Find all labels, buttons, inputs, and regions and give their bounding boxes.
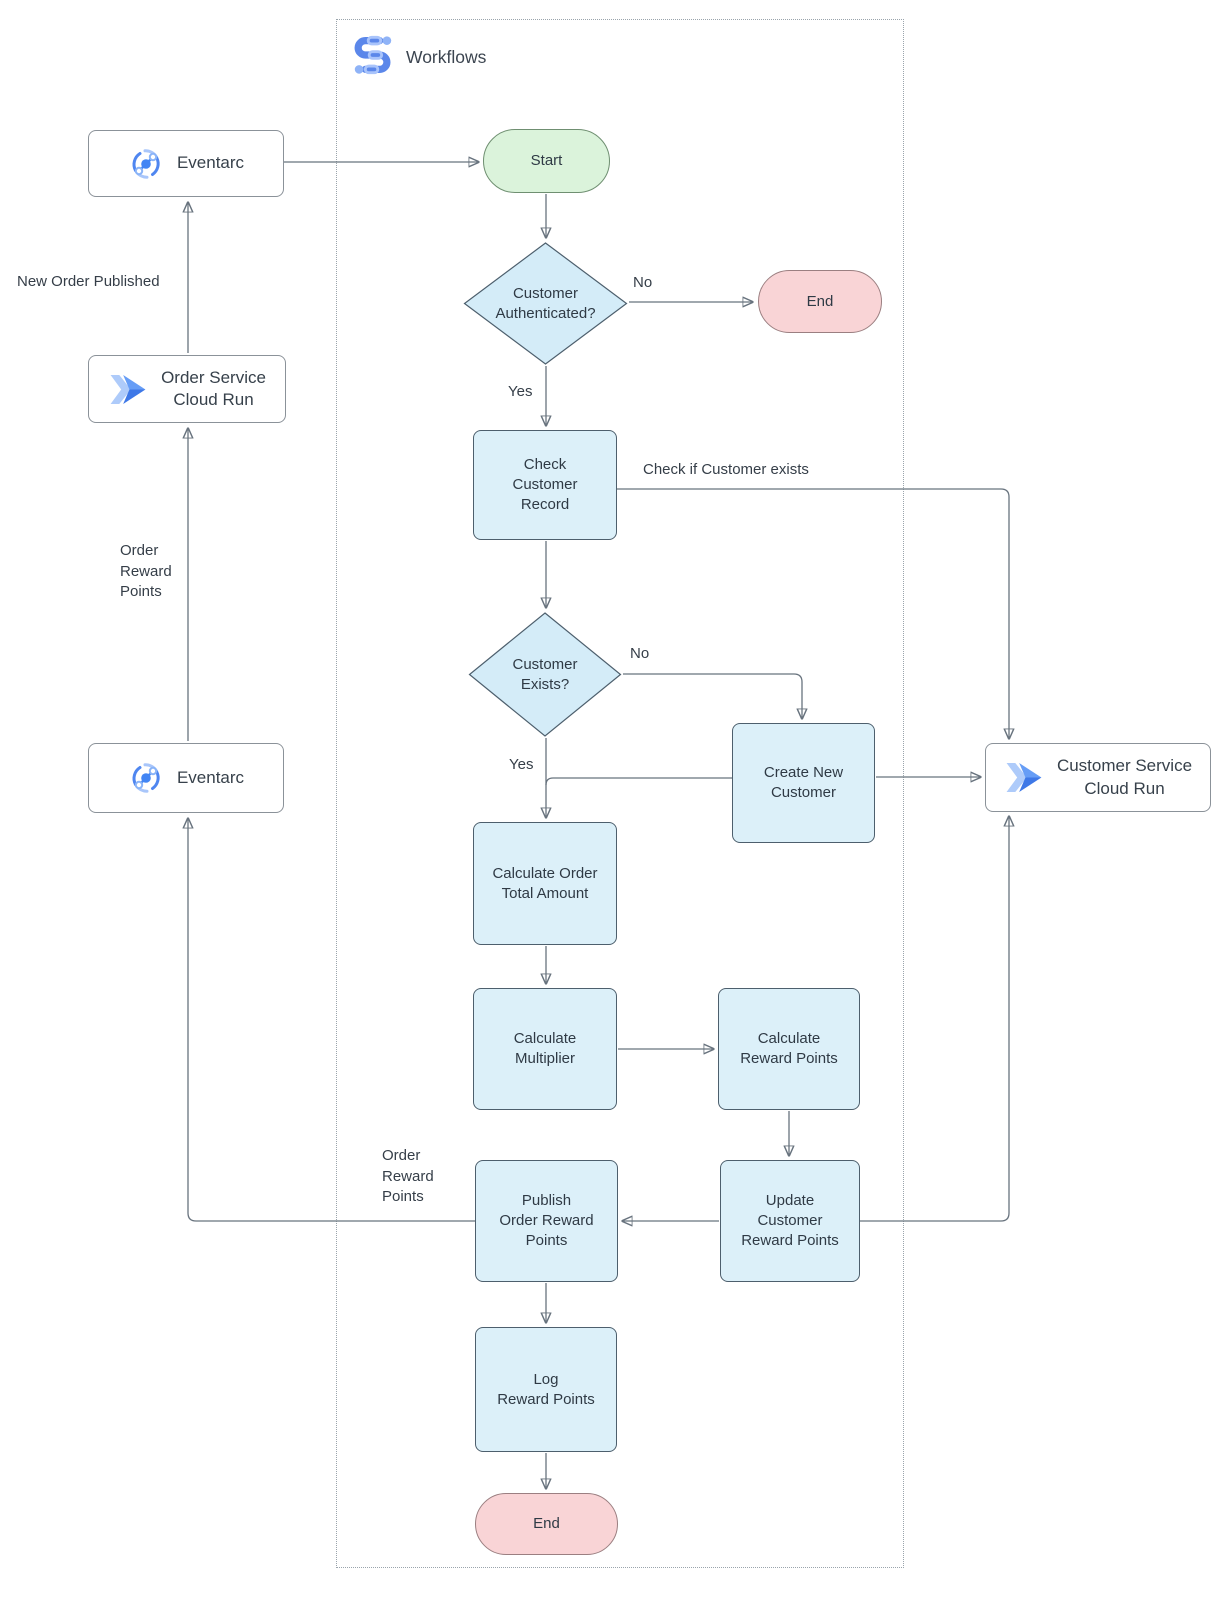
edge-label-check-if-customer-exists: Check if Customer exists <box>643 461 809 478</box>
node-end-bottom: End <box>475 1493 618 1555</box>
edge-label-order-reward-points-mid: Order Reward Points <box>382 1147 434 1206</box>
node-customer-service-cloud-run: Customer Service Cloud Run <box>985 743 1211 812</box>
edge-label-order-reward-points-left: Order Reward Points <box>120 542 172 601</box>
edge-label-exists-yes: Yes <box>509 756 534 773</box>
node-create-new-customer: Create New Customer <box>732 723 875 843</box>
node-customer-authenticated: Customer Authenticated? <box>463 242 628 365</box>
cloud-run-icon <box>108 374 148 405</box>
node-label: Eventarc <box>176 767 245 787</box>
node-label: Update Customer Reward Points <box>741 1192 839 1249</box>
node-label: Order Service Cloud Run <box>161 367 266 409</box>
node-start: Start <box>483 129 610 193</box>
node-update-customer-reward-points: Update Customer Reward Points <box>720 1160 860 1282</box>
eventarc-icon <box>128 146 164 182</box>
node-label: Customer Service Cloud Run <box>1056 756 1193 798</box>
node-eventarc-top: Eventarc <box>88 130 284 197</box>
node-label: Log Reward Points <box>497 1370 595 1408</box>
node-label: End <box>806 292 834 310</box>
node-order-service-cloud-run: Order Service Cloud Run <box>88 355 286 423</box>
node-calculate-reward-points: Calculate Reward Points <box>718 988 860 1110</box>
node-label: Customer Authenticated? <box>495 284 596 322</box>
node-label: Check Customer Record <box>512 456 578 513</box>
cloud-run-icon <box>1004 762 1044 793</box>
diagram-title: Workflows <box>406 47 487 67</box>
node-calculate-multiplier: Calculate Multiplier <box>473 988 617 1110</box>
node-label: Create New Customer <box>763 764 844 801</box>
node-label: Start <box>530 152 563 170</box>
edge-label-auth-yes: Yes <box>508 383 533 400</box>
workflows-icon <box>350 32 396 78</box>
node-label: Publish Order Reward Points <box>499 1192 594 1249</box>
node-eventarc-bottom: Eventarc <box>88 743 284 813</box>
edge-label-auth-no: No <box>633 274 653 291</box>
node-label: Customer Exists? <box>512 655 578 693</box>
node-label: Calculate Reward Points <box>740 1030 838 1067</box>
node-log-reward-points: Log Reward Points <box>475 1327 617 1452</box>
eventarc-icon <box>128 760 164 796</box>
node-customer-exists: Customer Exists? <box>468 612 622 737</box>
node-publish-order-reward-points: Publish Order Reward Points <box>475 1160 618 1282</box>
node-check-customer-record: Check Customer Record <box>473 430 617 540</box>
workflows-container <box>336 19 904 1568</box>
node-label: End <box>533 1515 560 1533</box>
edge-label-exists-no: No <box>630 645 650 662</box>
node-label: Eventarc <box>176 153 245 173</box>
node-calculate-order-total: Calculate Order Total Amount <box>473 822 617 945</box>
edge-label-new-order-published: New Order Published <box>17 273 160 290</box>
node-end-top: End <box>758 270 882 333</box>
node-label: Calculate Multiplier <box>513 1030 577 1067</box>
node-label: Calculate Order Total Amount <box>492 864 598 902</box>
